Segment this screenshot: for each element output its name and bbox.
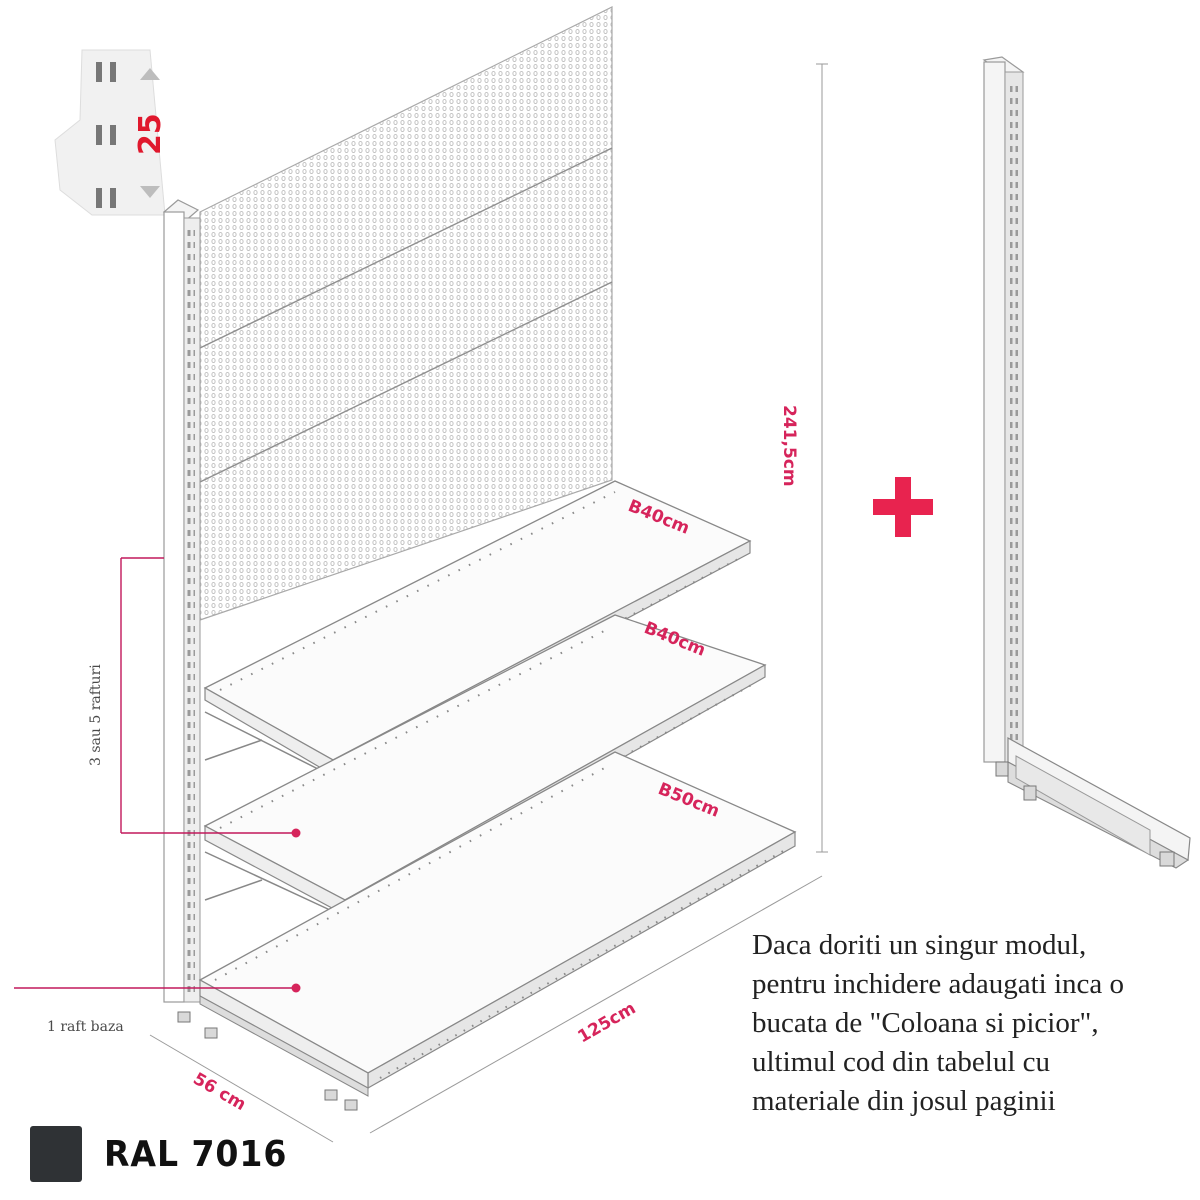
note-line: bucata de "Coloana si picior", xyxy=(752,1007,1099,1039)
note-line: Daca doriti un singur modul, xyxy=(752,929,1087,961)
callout-dot-upper xyxy=(291,828,301,838)
perforated-back-panel xyxy=(199,6,613,621)
left-upright xyxy=(162,199,201,1003)
color-code-label: RAL 7016 xyxy=(104,1133,288,1175)
column-and-foot xyxy=(982,56,1191,869)
shelf-callouts xyxy=(14,557,296,989)
plus-icon xyxy=(873,477,933,537)
base-shelf xyxy=(198,751,797,1097)
pitch-detail-inset xyxy=(54,49,166,216)
color-spec: RAL 7016 xyxy=(30,1125,303,1183)
shelves-range-label: 3 sau 5 rafturi xyxy=(88,664,104,766)
note-line: materiale din josul paginii xyxy=(752,1085,1056,1117)
pitch-label: 25 xyxy=(133,113,168,155)
base-shelf-label: 1 raft baza xyxy=(47,1019,124,1035)
width-dimension-label: 125cm xyxy=(575,998,640,1047)
height-dimension-label: 241,5cm xyxy=(779,405,799,487)
shelf-brackets xyxy=(204,711,331,911)
note-line: ultimul cod din tabelul cu xyxy=(752,1046,1051,1078)
base-feet xyxy=(177,1011,358,1111)
note-line: pentru inchidere adaugati inca o xyxy=(752,968,1125,1000)
callout-dot-base xyxy=(291,983,301,993)
instruction-note: Daca doriti un singur modul, pentru inch… xyxy=(752,926,1192,1121)
color-swatch xyxy=(30,1126,82,1182)
dimension-lines xyxy=(149,63,828,1143)
